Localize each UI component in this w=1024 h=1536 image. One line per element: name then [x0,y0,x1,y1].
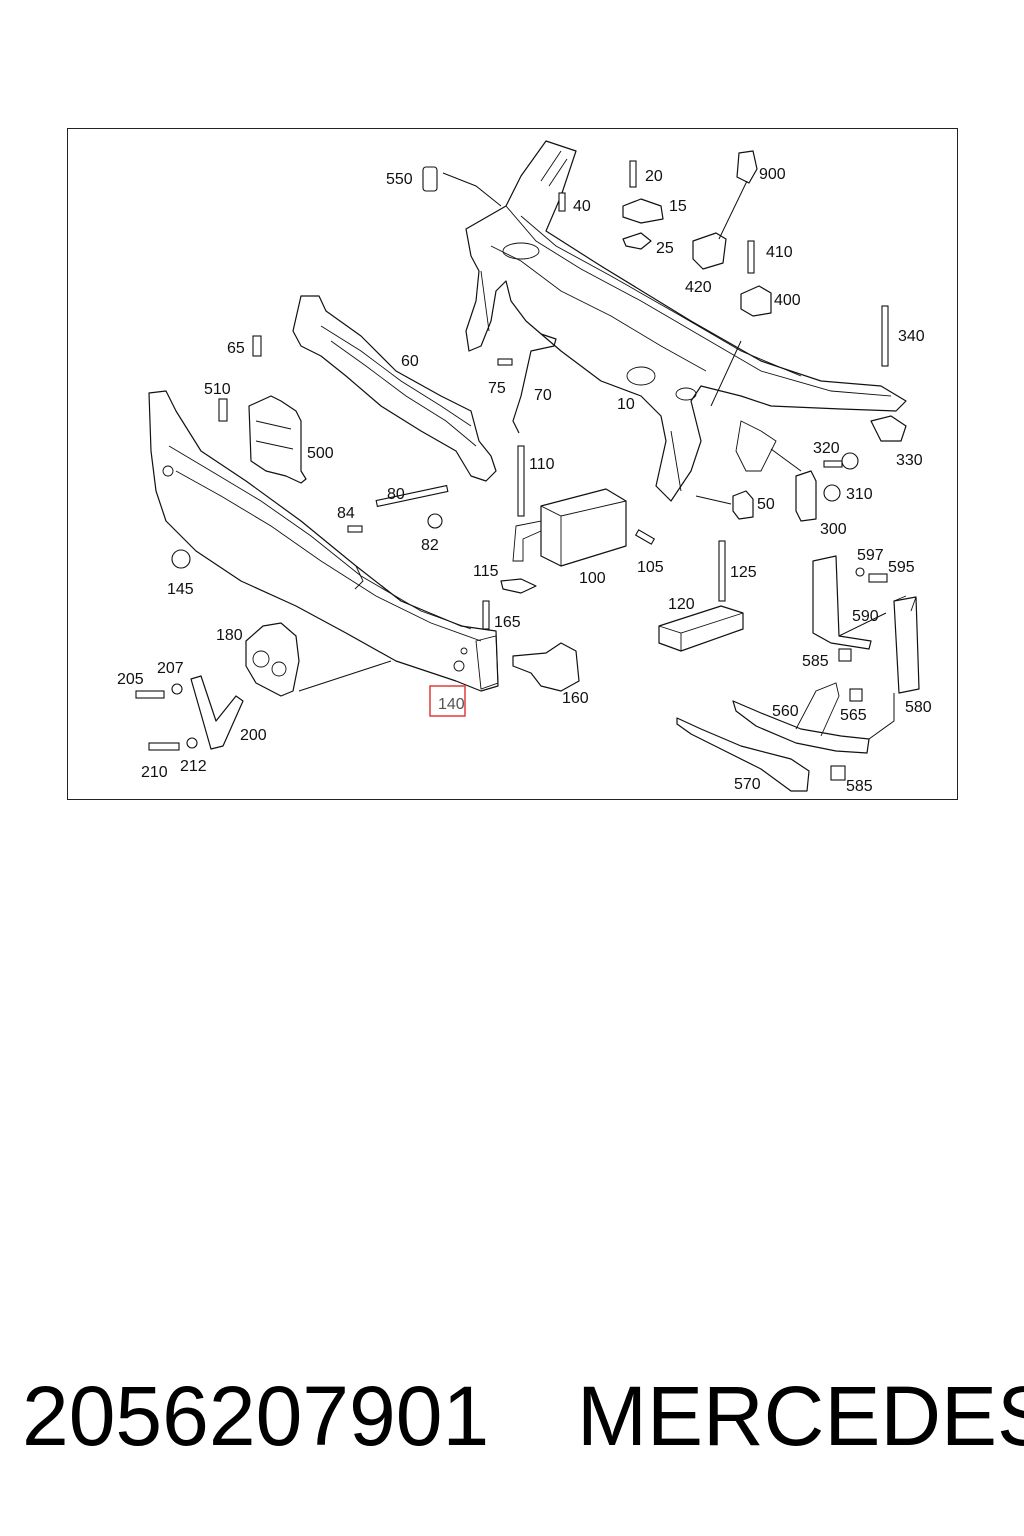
callout-207: 207 [157,660,184,677]
part-number: 2056207901 [22,1369,490,1463]
rail-570 [676,717,810,792]
callout-585: 585 [846,778,873,795]
callout-105: 105 [637,559,664,576]
callout-210: 210 [141,764,168,781]
part-400 [740,285,772,317]
callout-590: 590 [852,608,879,625]
bracket-200 [190,675,244,750]
clip-115 [500,578,537,594]
callout-60: 60 [401,353,419,370]
callout-165: 165 [494,614,521,631]
bumper-carrier [148,390,499,692]
callout-15: 15 [669,198,687,215]
callout-560: 560 [772,703,799,720]
callout-205: 205 [117,671,144,688]
part-25 [622,232,652,250]
footer: 2056207901 MERCEDES [22,1368,1024,1468]
callout-10: 10 [617,396,635,413]
callout-310: 310 [846,486,873,503]
callout-200: 200 [240,727,267,744]
callout-212: 212 [180,758,207,775]
part-420 [692,232,727,270]
callout-80: 80 [387,486,405,503]
callout-320: 320 [813,440,840,457]
callout-labels: 550 20 900 40 15 25 410 420 400 340 65 6… [117,166,932,795]
callout-340: 340 [898,328,925,345]
rail-560 [732,700,870,754]
block-120 [658,605,744,652]
callout-900: 900 [759,166,786,183]
callout-330: 330 [896,452,923,469]
fasteners [135,160,889,781]
part-900 [736,150,758,184]
callout-140: 140 [438,696,465,713]
callout-82: 82 [421,537,439,554]
callout-300: 300 [820,521,847,538]
bracket-580 [893,596,920,694]
sensor-330 [870,415,907,442]
callout-400: 400 [774,292,801,309]
bracket-160 [512,642,580,692]
callout-120: 120 [668,596,695,613]
callout-75: 75 [488,380,506,397]
bracket-15 [622,198,664,224]
callout-40: 40 [573,198,591,215]
callout-65: 65 [227,340,245,357]
callout-20: 20 [645,168,663,185]
crash-absorber [292,295,497,482]
callout-510: 510 [204,381,231,398]
radiator-support-frame [465,140,907,502]
highlight-box [429,685,466,717]
callout-550: 550 [386,171,413,188]
callout-115: 115 [473,563,499,580]
callout-565: 565 [840,707,867,724]
callout-145: 145 [167,581,194,598]
callout-125: 125 [730,564,757,581]
callout-500: 500 [307,445,334,462]
callout-110: 110 [529,456,555,473]
callout-420: 420 [685,279,712,296]
callout-570: 570 [734,776,761,793]
bracket-70 [512,333,557,434]
callout-595: 595 [888,559,915,576]
callout-25: 25 [656,240,674,257]
callout-70: 70 [534,387,552,404]
callout-180: 180 [216,627,243,644]
holder-100 [540,488,627,567]
brand-name: MERCEDES [577,1369,1024,1463]
parts-diagram-frame: 550 20 900 40 15 25 410 420 400 340 65 6… [67,128,958,800]
callout-580: 580 [905,699,932,716]
exploded-parts-diagram: 550 20 900 40 15 25 410 420 400 340 65 6… [117,140,932,795]
bracket-500 [248,395,307,484]
callout-410: 410 [766,244,793,261]
callout-50: 50 [757,496,775,513]
bracket-50 [732,490,754,520]
bracket-590 [812,555,872,650]
bracket-180 [245,622,300,697]
bracket-300 [795,470,817,522]
callout-597: 597 [857,547,884,564]
callout-84: 84 [337,505,355,522]
callout-100: 100 [579,570,606,587]
callout-585: 585 [802,653,829,670]
callout-160: 160 [562,690,589,707]
